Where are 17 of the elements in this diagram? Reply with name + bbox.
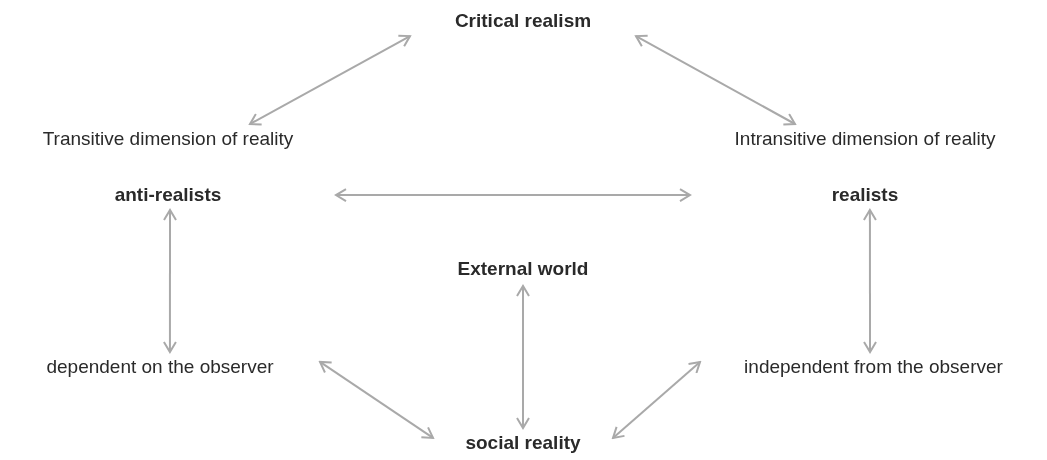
double-arrow <box>335 188 691 203</box>
concept-label: Intransitive dimension of reality <box>734 127 996 151</box>
concept-label: dependent on the observer <box>46 355 274 379</box>
concept-label: Transitive dimension of reality <box>42 127 294 151</box>
double-arrow <box>319 360 434 439</box>
concept-heading: External world <box>457 257 589 281</box>
double-arrow <box>249 34 411 126</box>
double-arrow <box>516 285 530 429</box>
double-arrow <box>862 209 877 353</box>
concept-heading: anti-realists <box>114 183 222 207</box>
double-arrow <box>612 360 701 439</box>
concept-heading: social reality <box>465 431 581 455</box>
double-arrow <box>635 34 796 126</box>
concept-label: independent from the observer <box>744 355 1003 379</box>
double-arrow <box>162 209 177 353</box>
concept-heading: Critical realism <box>454 9 592 33</box>
concept-heading: realists <box>831 183 899 207</box>
